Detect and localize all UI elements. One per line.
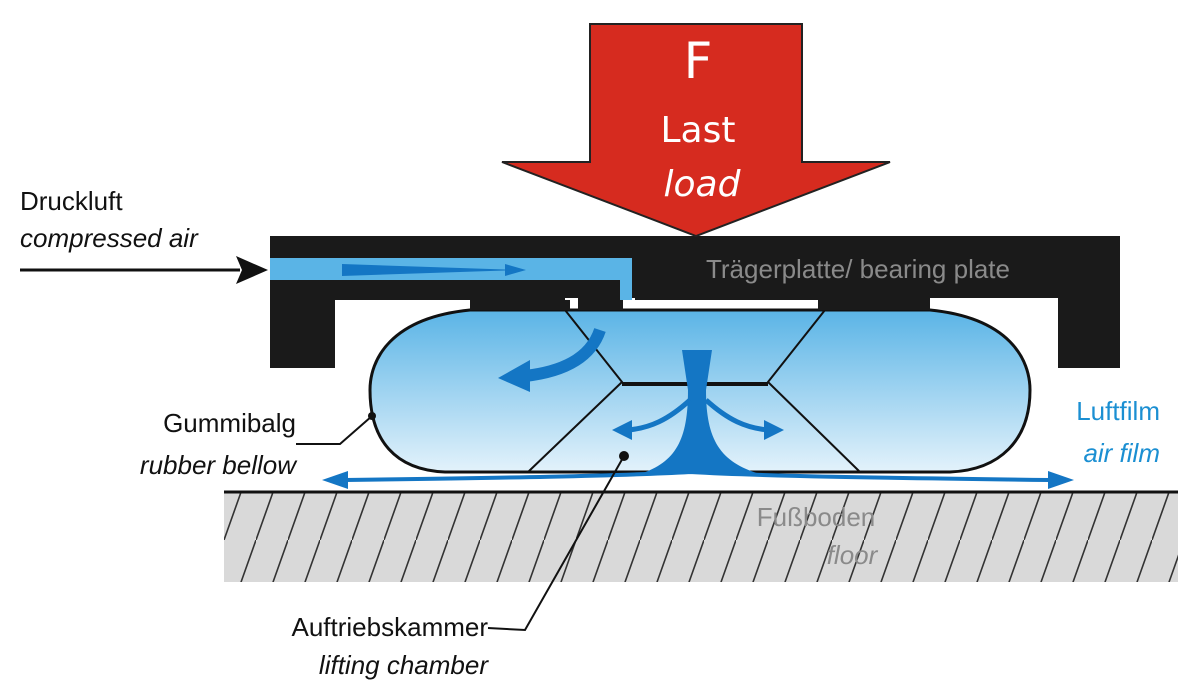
- lifting-chamber-label-en: lifting chamber: [319, 650, 489, 680]
- floor: [224, 490, 1178, 582]
- air-film-arrows: [322, 469, 1074, 489]
- load-label-en: load: [664, 164, 742, 205]
- load-symbol: F: [684, 32, 713, 90]
- rubber-bellow-label-en: rubber bellow: [140, 450, 298, 480]
- compressed-air-arrow: [20, 256, 268, 284]
- leader-lines: [296, 412, 629, 632]
- air-channel: [270, 258, 632, 300]
- air-flow-arrows: [498, 327, 784, 474]
- load-label-de: Last: [661, 110, 736, 151]
- floor-label-de: Fußboden: [757, 502, 876, 532]
- compressed-air-label-en: compressed air: [20, 223, 199, 253]
- air-film-label-en: air film: [1083, 438, 1160, 468]
- lifting-chamber-label-de: Auftriebskammer: [292, 612, 489, 642]
- compressed-air-label-de: Druckluft: [20, 186, 123, 216]
- load-arrow: [501, 23, 891, 238]
- floor-label-en: floor: [827, 540, 879, 570]
- air-film-label-de: Luftfilm: [1076, 396, 1160, 426]
- bearing-plate-label: Trägerplatte/ bearing plate: [706, 254, 1010, 284]
- rubber-bellow-label-de: Gummibalg: [163, 408, 296, 438]
